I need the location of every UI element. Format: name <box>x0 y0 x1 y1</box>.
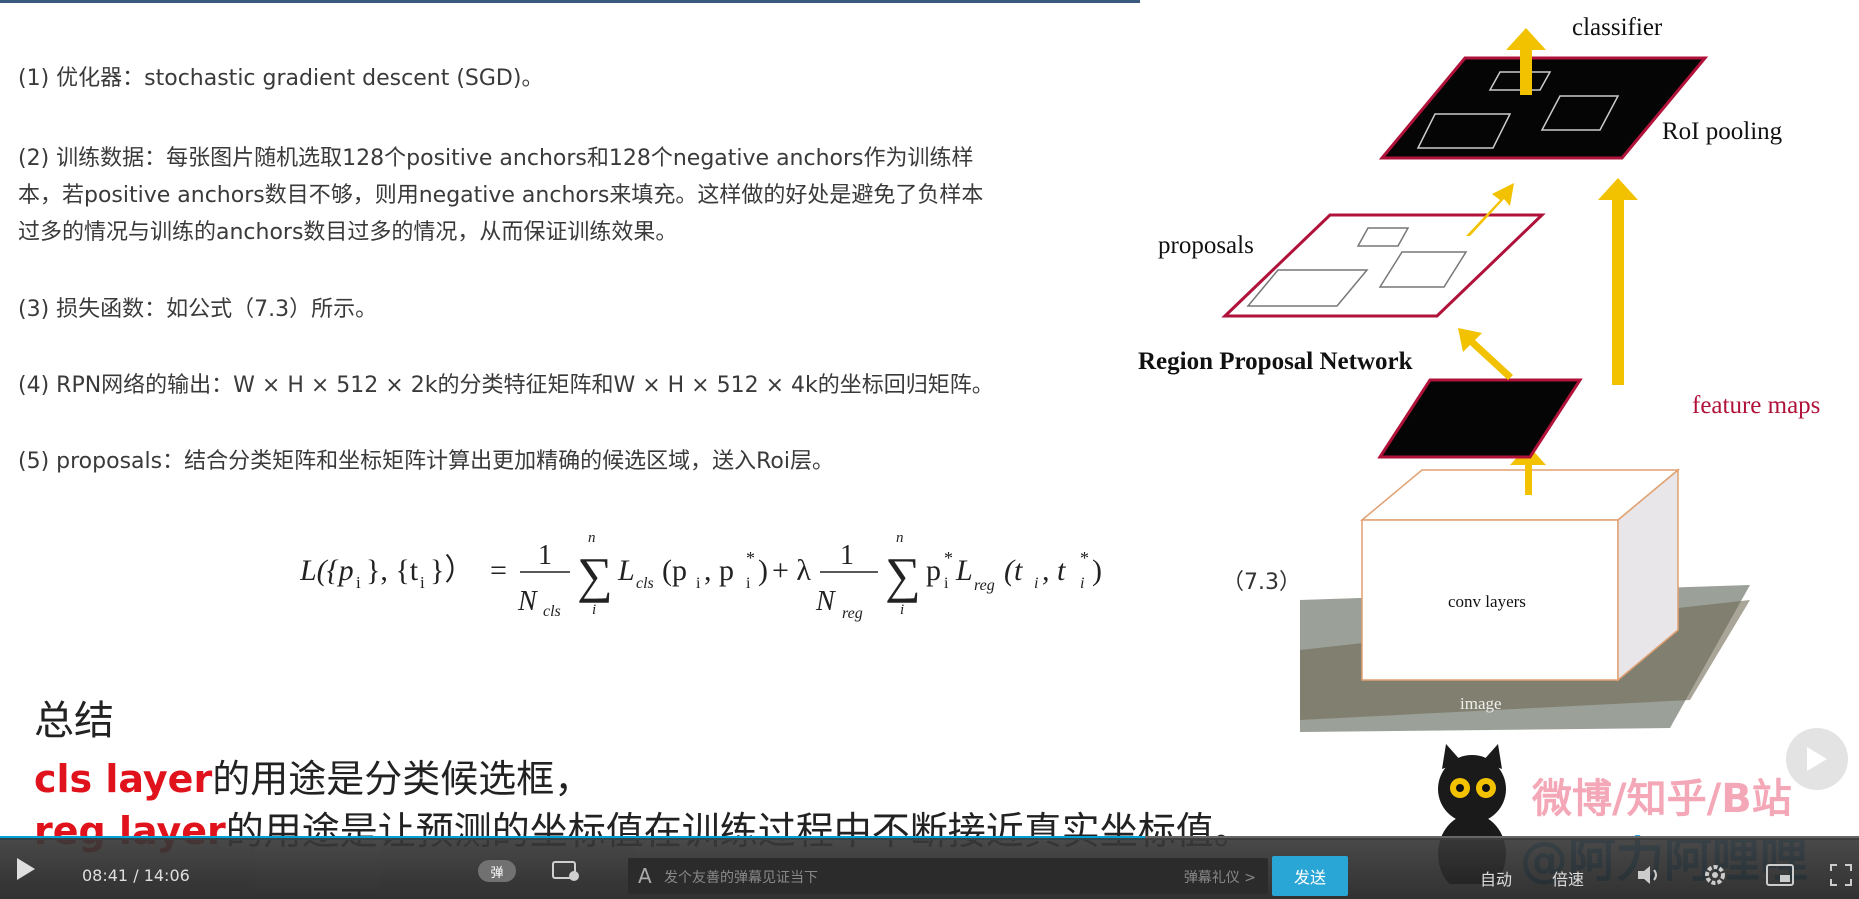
auto-quality-button[interactable]: 自动 <box>1480 870 1513 889</box>
svg-text:∑: ∑ <box>577 547 613 603</box>
svg-text:p: p <box>926 554 941 587</box>
svg-text:∑: ∑ <box>885 547 921 603</box>
play-overlay-button[interactable] <box>1786 728 1848 790</box>
picture-in-picture-icon[interactable] <box>1766 864 1794 886</box>
svg-text:}, {t: }, {t <box>366 554 419 587</box>
svg-text:L: L <box>955 554 973 587</box>
svg-text:n: n <box>896 530 904 546</box>
danmaku-toggle[interactable]: 弹 <box>478 860 516 882</box>
faster-rcnn-diagram: classifier RoI pooling proposals Region … <box>1130 0 1859 760</box>
text-line-4: 过多的情况与训练的anchors数目过多的情况，从而保证训练效果。 <box>18 220 678 245</box>
svg-text:(p: (p <box>662 554 687 587</box>
svg-text:*: * <box>1080 548 1089 568</box>
svg-text:, p: , p <box>704 554 734 587</box>
svg-text:N: N <box>517 586 538 617</box>
text-line-1: (1) 优化器：stochastic gradient descent (SGD… <box>18 66 544 91</box>
svg-text:): ) <box>1092 554 1102 587</box>
svg-text:*: * <box>746 548 755 568</box>
diagram-drawing <box>1221 28 1750 732</box>
summary-line-1: cls layer的用途是分类候选框， <box>34 748 592 803</box>
svg-text:cls: cls <box>543 603 561 620</box>
watermark-top: 微博/知乎/B站 <box>1532 776 1792 822</box>
svg-text:i: i <box>696 575 701 592</box>
svg-text:cls: cls <box>636 575 654 592</box>
time-separator: / <box>133 866 139 885</box>
svg-text:(t: (t <box>1004 554 1023 587</box>
settings-gear-icon[interactable] <box>1702 862 1728 888</box>
danmaku-toggle-label: 弹 <box>490 865 504 881</box>
label-proposals: proposals <box>1158 232 1254 259</box>
text-line-3: 本，若positive anchors数目不够，则用negative ancho… <box>18 183 984 208</box>
svg-text:N: N <box>815 586 836 617</box>
danmaku-placeholder: 发个友善的弹幕见证当下 <box>664 870 818 886</box>
svg-text:+ λ: + λ <box>772 554 811 587</box>
label-roi-pooling: RoI pooling <box>1662 118 1783 145</box>
svg-text:1: 1 <box>840 540 854 571</box>
svg-text:i: i <box>592 602 596 618</box>
svg-text:i: i <box>944 575 949 592</box>
volume-icon[interactable] <box>1636 864 1662 886</box>
font-a-icon[interactable]: A <box>638 864 652 888</box>
text-line-5: (3) 损失函数：如公式（7.3）所示。 <box>18 297 378 322</box>
cls-layer-label: cls layer <box>34 757 213 801</box>
svg-text:i: i <box>900 602 904 618</box>
label-rpn: Region Proposal Network <box>1138 348 1413 375</box>
summary-line-1-text: 的用途是分类候选框， <box>212 757 593 801</box>
play-pause-icon[interactable] <box>14 856 38 882</box>
play-icon <box>1807 747 1827 771</box>
total-time: 14:06 <box>143 866 190 885</box>
svg-text:*: * <box>944 548 953 568</box>
time-display: 08:41 / 14:06 <box>82 866 190 885</box>
send-button[interactable]: 发送 <box>1272 856 1348 896</box>
svg-text:): ) <box>758 554 768 587</box>
text-line-2: (2) 训练数据：每张图片随机选取128个positive anchors和12… <box>18 146 974 171</box>
svg-text:n: n <box>588 530 596 546</box>
svg-text:reg: reg <box>974 577 995 594</box>
label-conv-layers: conv layers <box>1448 592 1526 611</box>
svg-text:i: i <box>356 573 361 592</box>
svg-text:}）: }） <box>430 554 474 587</box>
svg-text:, t: , t <box>1042 554 1066 587</box>
danmaku-input[interactable]: A 发个友善的弹幕见证当下 弹幕礼仪 > <box>628 858 1268 894</box>
danmaku-etiquette-link[interactable]: 弹幕礼仪 > <box>1183 870 1256 886</box>
label-image: image <box>1460 694 1502 713</box>
svg-text:i: i <box>1080 575 1084 592</box>
svg-text:i: i <box>746 575 751 592</box>
svg-text:reg: reg <box>842 605 863 622</box>
playback-speed-button[interactable]: 倍速 <box>1552 870 1585 889</box>
text-line-6: (4) RPN网络的输出：W × H × 512 × 2k的分类特征矩阵和W ×… <box>18 373 994 398</box>
current-time: 08:41 <box>82 866 129 885</box>
svg-text:=: = <box>490 554 507 587</box>
label-feature-maps: feature maps <box>1692 392 1821 419</box>
svg-text:L: L <box>617 554 635 587</box>
text-line-7: (5) proposals：结合分类矩阵和坐标矩阵计算出更加精确的候选区域，送入… <box>18 449 834 474</box>
danmaku-settings-icon[interactable] <box>552 860 580 882</box>
equation-number: （7.3） <box>1222 570 1301 595</box>
label-classifier: classifier <box>1572 14 1663 41</box>
fullscreen-icon[interactable] <box>1830 864 1852 886</box>
svg-text:L({p: L({p <box>300 554 354 587</box>
summary-title: 总结 <box>34 698 114 744</box>
slide-top-border <box>0 0 1140 3</box>
loss-formula: L({p i }, {t i }） = 1 N cls n ∑ i L cls … <box>300 530 1102 622</box>
svg-text:i: i <box>420 573 425 592</box>
svg-text:1: 1 <box>538 540 552 571</box>
svg-text:i: i <box>1034 575 1038 592</box>
